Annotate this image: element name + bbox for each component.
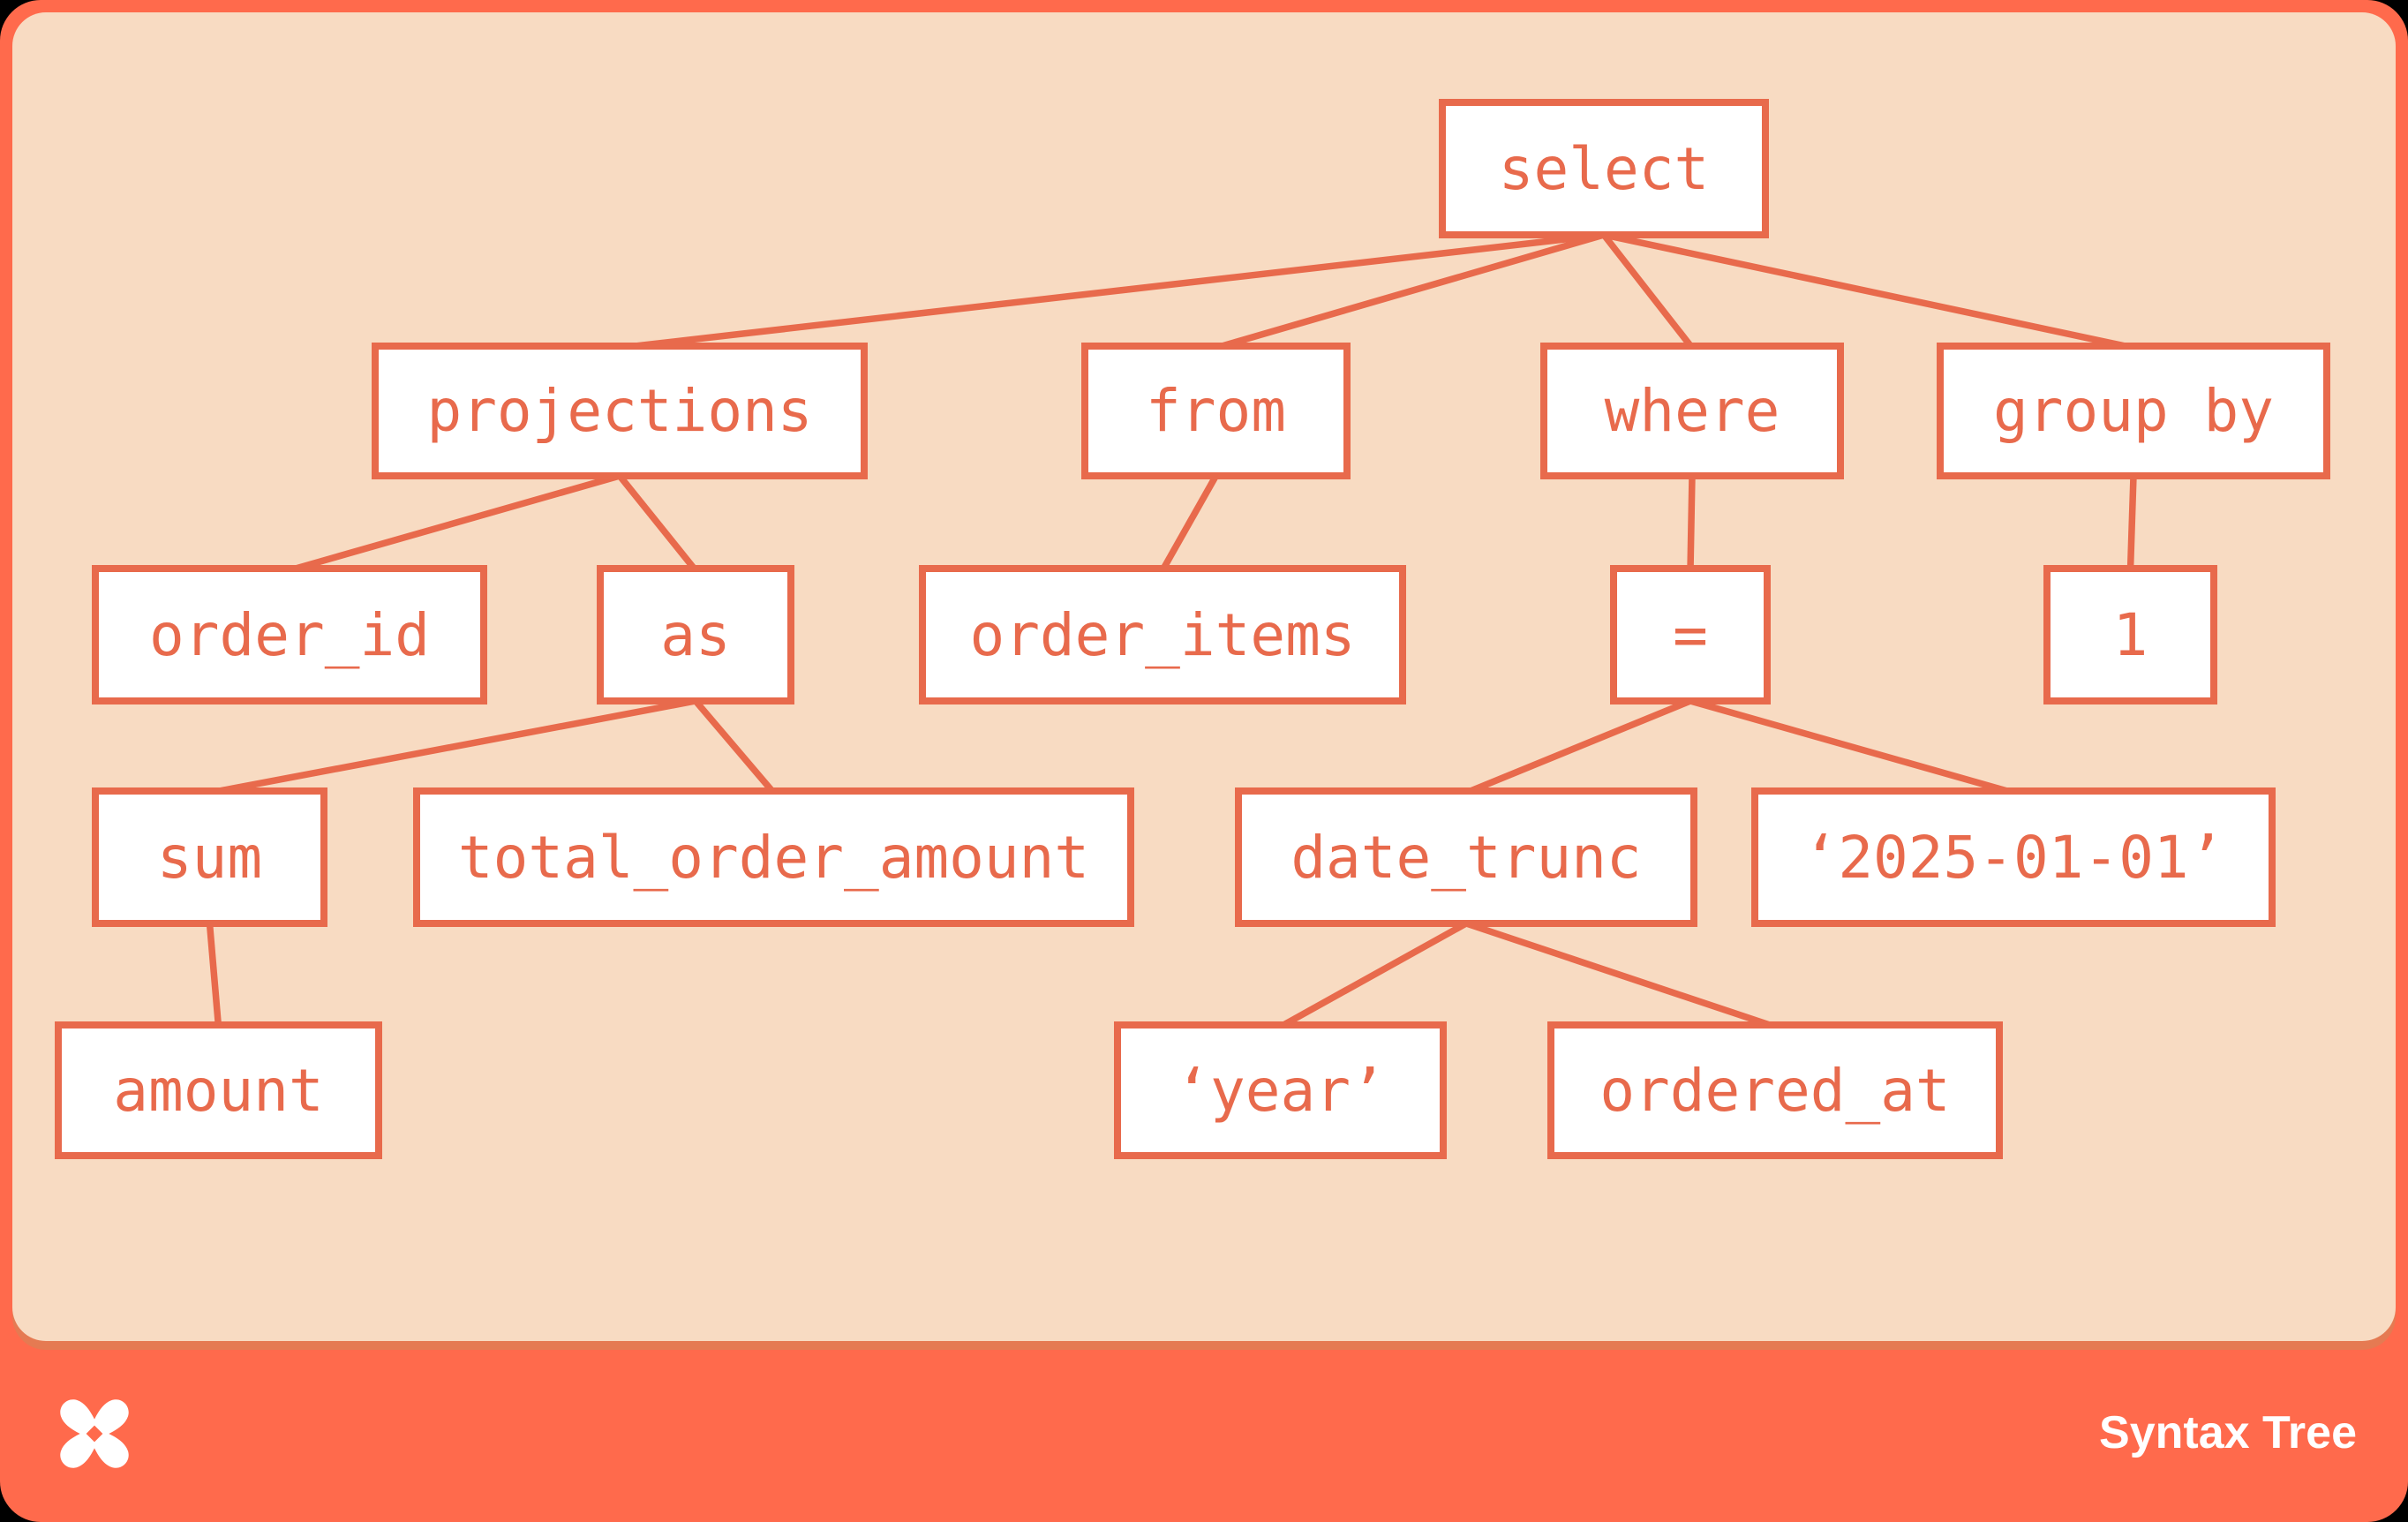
tree-node-date_literal: ‘2025-01-01’ (1751, 787, 2276, 927)
tree-node-where: where (1540, 343, 1844, 479)
tree-node-order_id: order_id (92, 565, 487, 704)
tree-node-amount: amount (55, 1021, 382, 1159)
footer-bar: Syntax Tree (0, 1341, 2408, 1522)
tree-node-projections: projections (372, 343, 868, 479)
tree-node-ordered_at: ordered_at (1547, 1021, 2003, 1159)
tree-node-eq: = (1610, 565, 1771, 704)
tree-node-one: 1 (2043, 565, 2217, 704)
tree-node-select: select (1439, 99, 1769, 238)
tree-node-as: as (597, 565, 794, 704)
tree-node-date_trunc: date_trunc (1235, 787, 1697, 927)
tree-node-from: from (1081, 343, 1351, 479)
tree-node-year_literal: ‘year’ (1114, 1021, 1447, 1159)
tree-node-group_by: group by (1937, 343, 2330, 479)
footer-title: Syntax Tree (2099, 1406, 2357, 1458)
tree-node-sum: sum (92, 787, 327, 927)
tree-node-total_order_amount: total_order_amount (413, 787, 1134, 927)
dbt-logo-icon (60, 1398, 129, 1468)
tree-node-order_items: order_items (919, 565, 1406, 704)
